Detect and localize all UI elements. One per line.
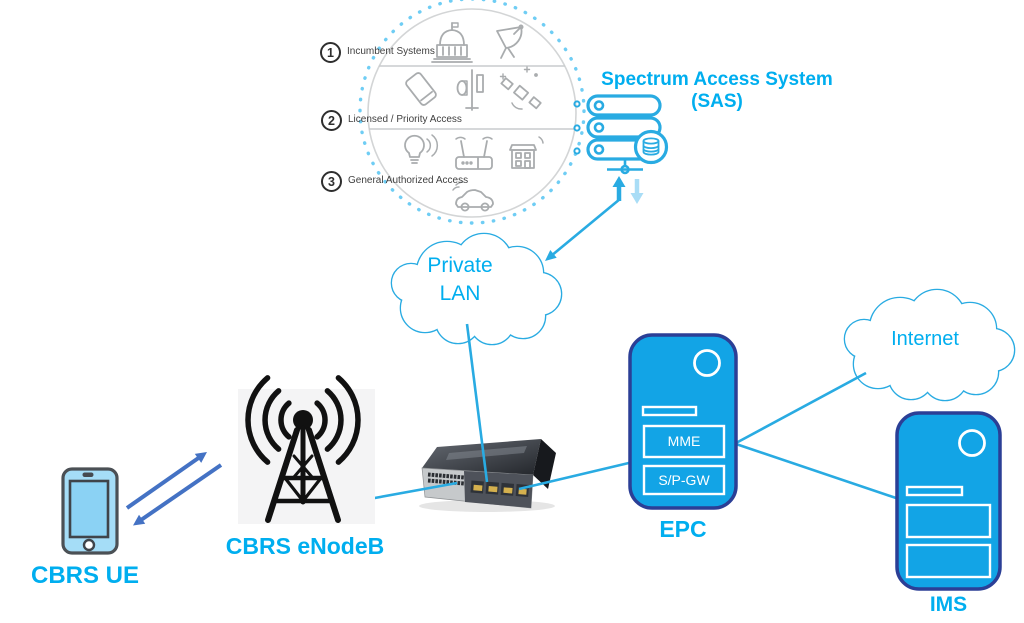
module-box (905, 543, 992, 579)
ue-label: CBRS UE (30, 562, 139, 589)
smartphone-icon (61, 467, 119, 555)
phone-screen (68, 479, 110, 539)
cell-tower-icon (456, 69, 484, 111)
smart-lightbulb-icon (404, 134, 439, 164)
downlink-arrowhead (133, 514, 146, 526)
satellite-dish-icon (496, 24, 524, 59)
capitol-building-icon (431, 22, 473, 63)
enodeb-label: CBRS eNodeB (225, 533, 385, 559)
dotted-border-circle (358, 0, 586, 225)
tier-3-number: 3 (328, 174, 335, 189)
tier-1-number: 1 (327, 45, 334, 60)
lan-to-switch-line (465, 323, 489, 483)
spgw-module-box (642, 464, 726, 496)
uplink-arrowhead (194, 452, 207, 463)
tier-circle-group (358, 0, 586, 225)
spgw-module-label: S/P-GW (658, 472, 710, 488)
satellite-icon (499, 66, 542, 110)
power-circle-icon (693, 349, 721, 377)
sas-to-lan-line (550, 197, 621, 258)
tier-2-label: Licensed / Priority Access (348, 114, 462, 125)
tier-3-badge: 3 (321, 171, 342, 192)
tier-1-badge: 1 (320, 42, 341, 63)
connected-car-icon (452, 181, 494, 212)
sas-server-icon (573, 94, 669, 175)
internet-cloud (843, 288, 1016, 402)
epc-to-ims-line (735, 442, 900, 501)
switch-to-epc-line (518, 460, 634, 491)
tier-1-label: Incumbent Systems (347, 46, 435, 57)
tier-circle (367, 8, 577, 218)
epc-label: EPC (659, 516, 707, 542)
smart-home-icon (509, 136, 544, 169)
sas-title-line2: (SAS) (691, 91, 743, 112)
private-lan-label: Private LAN (427, 254, 493, 305)
power-circle-icon (958, 429, 986, 457)
module-box (905, 503, 992, 539)
tier-2-number: 2 (328, 113, 335, 128)
drive-slot-icon (905, 485, 964, 497)
phone-speaker (82, 472, 94, 477)
drive-slot-icon (641, 405, 698, 417)
ue-enodeb-arrows (125, 452, 223, 526)
private-lan-cloud (390, 232, 563, 346)
tier-3-label: General Authorized Access (348, 175, 469, 186)
sas-title-line1: Spectrum Access System (601, 69, 833, 90)
database-icon (633, 129, 669, 165)
smartphone-tilted-icon (405, 72, 437, 106)
phone-home-button (82, 538, 96, 552)
wifi-router-icon (455, 136, 493, 170)
sas-to-lan-arrowhead (545, 250, 557, 261)
sas-title: Spectrum Access System (SAS) (572, 69, 862, 113)
tier-2-badge: 2 (321, 110, 342, 131)
epc-to-internet-line (735, 371, 867, 445)
connection-lines (335, 197, 900, 507)
radio-tower-icon (238, 375, 375, 524)
mme-module-label: MME (667, 433, 701, 449)
ims-node (895, 411, 1002, 591)
ims-label: IMS (929, 593, 968, 616)
network-switch-icon (419, 439, 556, 512)
mme-module-box (642, 424, 726, 459)
epc-node (628, 333, 738, 510)
internet-label: Internet (891, 328, 959, 350)
